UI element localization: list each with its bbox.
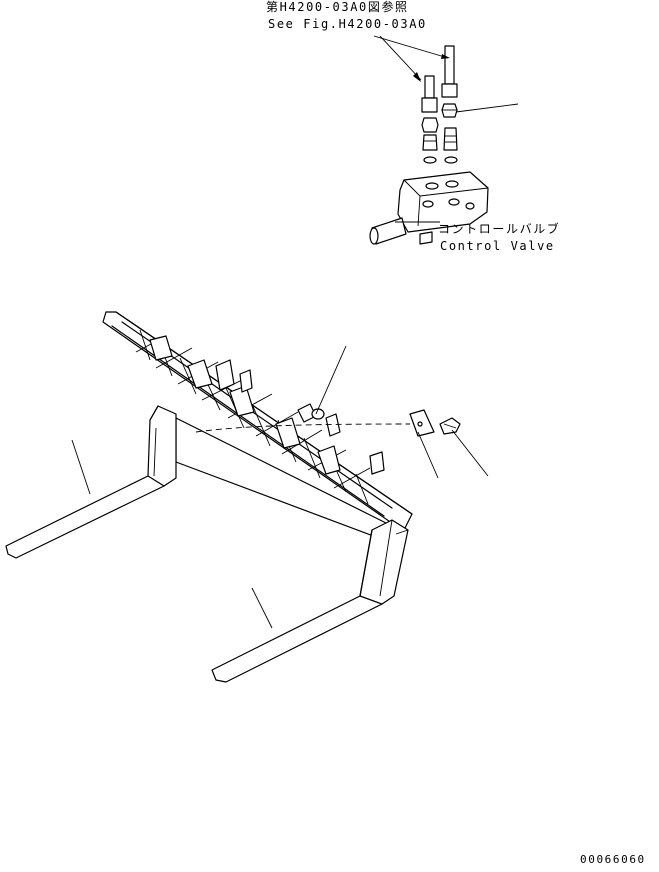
figure-code: 00066060	[580, 853, 646, 866]
reference-label-japanese: 第H4200-03A0図参照	[266, 0, 409, 14]
control-valve-label-japanese: コントロールバルブ	[438, 222, 561, 236]
control-valve-body	[369, 171, 489, 245]
load-backrest	[102, 311, 413, 529]
hydraulic-hoses	[421, 45, 458, 113]
reference-label-english: See Fig.H4200-03A0	[268, 17, 427, 31]
left-fork	[5, 405, 177, 559]
part-leader-lines	[71, 345, 489, 629]
leader-arrows	[373, 35, 450, 82]
right-fork	[211, 519, 409, 683]
control-valve-label-english: Control Valve	[440, 239, 555, 253]
fittings	[421, 103, 519, 164]
bracket-and-grease-fitting	[195, 409, 461, 437]
